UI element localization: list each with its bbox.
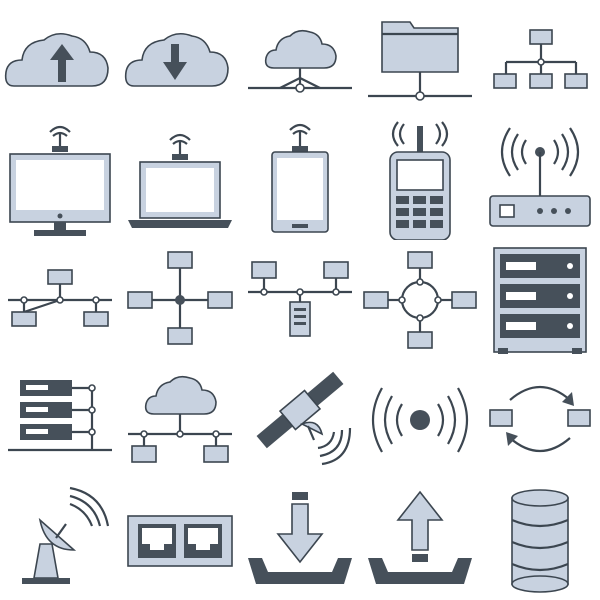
wireless-router-icon — [480, 120, 600, 240]
database-icon — [480, 480, 600, 600]
upload-tray-icon — [360, 480, 480, 600]
download-tray-icon — [240, 480, 360, 600]
mobile-phone-icon — [360, 120, 480, 240]
server-rack-icon — [480, 240, 600, 360]
cloud-download-icon — [120, 0, 240, 120]
ring-network-icon — [360, 240, 480, 360]
bus-network-icon — [0, 240, 120, 360]
wireless-tablet-icon — [240, 120, 360, 240]
star-network-icon — [120, 240, 240, 360]
cloud-computer-network-icon — [120, 360, 240, 480]
wireless-monitor-icon — [0, 120, 120, 240]
ethernet-ports-icon — [120, 480, 240, 600]
cloud-network-icon — [240, 0, 360, 120]
folder-network-icon — [360, 0, 480, 120]
satellite-dish-icon — [0, 480, 120, 600]
cloud-upload-icon — [0, 0, 120, 120]
wireless-signal-icon — [360, 360, 480, 480]
wireless-laptop-icon — [120, 120, 240, 240]
server-bus-network-icon — [240, 240, 360, 360]
computer-sync-icon — [480, 360, 600, 480]
satellite-icon — [240, 360, 360, 480]
hierarchy-network-icon — [480, 0, 600, 120]
server-stack-network-icon — [0, 360, 120, 480]
